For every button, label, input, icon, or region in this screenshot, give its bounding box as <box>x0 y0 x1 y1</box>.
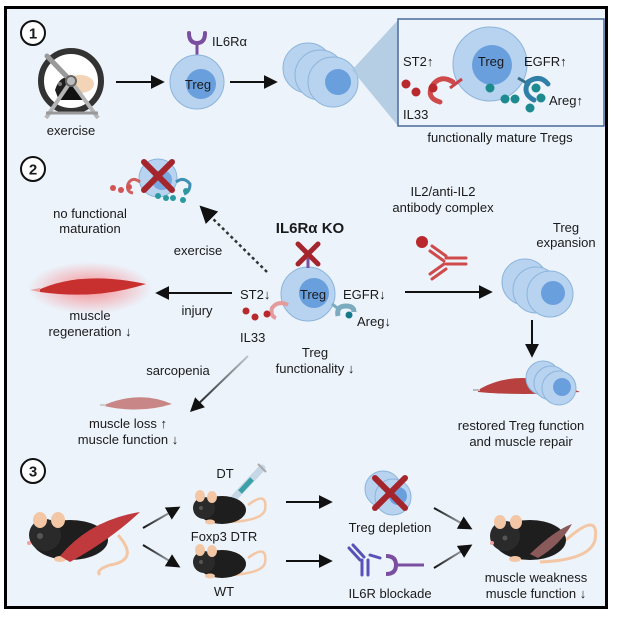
il6ra-ko-label: IL6Rα KO <box>276 220 345 237</box>
il33-molecule-icon <box>401 79 411 89</box>
arrow <box>142 544 181 568</box>
foxp3-dtr-mouse-icon <box>193 490 267 525</box>
repaired-muscle-icon <box>473 360 580 406</box>
atrophied-muscle-icon <box>100 397 172 410</box>
inset-treg-label: Treg <box>478 54 504 69</box>
weak-mouse-icon <box>490 515 598 564</box>
egfr-up-label: EGFR↑ <box>524 54 567 69</box>
panel-number-3: 3 <box>20 458 46 484</box>
areg-up-label: Areg↑ <box>549 93 583 108</box>
muscle-loss-label: muscle loss ↑ <box>89 416 167 431</box>
il33-molecule-icon <box>411 87 421 97</box>
wt-label: WT <box>214 584 234 599</box>
areg-down-label: Areg↓ <box>357 314 391 329</box>
il6ra-label: IL6Rα <box>212 34 247 49</box>
ko-treg-cell-icon <box>242 241 357 322</box>
il33-label: IL33 <box>403 107 428 122</box>
depleted-treg-icon <box>364 470 412 516</box>
arrow <box>189 355 249 412</box>
arrow <box>142 506 181 529</box>
dotted-arrow <box>199 205 268 273</box>
inset-caption: functionally mature Tregs <box>427 130 573 145</box>
panel-3: 3 DT <box>20 458 598 601</box>
areg-molecule-icon <box>536 93 546 103</box>
panel-number-2: 2 <box>20 156 46 182</box>
wt-mouse-icon <box>193 544 267 579</box>
expansion-label-2: expansion <box>536 235 595 250</box>
il6r-blockade-icon <box>347 543 424 577</box>
il33-molecule-icon <box>428 83 438 93</box>
complex-label-2: antibody complex <box>392 200 494 215</box>
panel-number-1: 1 <box>20 20 46 46</box>
il33-label-2: IL33 <box>240 330 265 345</box>
areg-molecule-icon <box>500 94 510 104</box>
inset-mature-tregs <box>397 18 605 127</box>
complex-label: IL2/anti-IL2 <box>410 184 475 199</box>
regeneration-label-2: regeneration ↓ <box>48 324 131 339</box>
dt-label: DT <box>216 466 233 481</box>
panel-2: 2 no functional maturation exercise <box>20 156 596 449</box>
treg-cluster-icon <box>282 42 359 108</box>
areg-molecule-icon <box>485 83 495 93</box>
expanded-treg-cluster-icon <box>501 258 574 318</box>
immature-treg-icon <box>110 158 192 203</box>
functionality-label: Treg <box>302 345 328 360</box>
ko-treg-label: Treg <box>300 287 326 302</box>
arrow <box>433 544 473 569</box>
injured-muscle-icon <box>28 262 152 314</box>
no-maturation-label: no functional <box>53 206 127 221</box>
treg-depletion-label: Treg depletion <box>349 520 432 535</box>
expansion-label: Treg <box>553 220 579 235</box>
exercise-wheel-icon <box>38 48 104 120</box>
arrow <box>433 507 473 530</box>
injury-label: injury <box>181 303 213 318</box>
panel-number-text: 2 <box>29 162 37 179</box>
restored-label: restored Treg function <box>458 418 584 433</box>
sarcopenia-label: sarcopenia <box>146 363 210 378</box>
exercise-label: exercise <box>47 123 95 138</box>
areg-molecule-icon <box>510 94 520 104</box>
exercise-label-2: exercise <box>174 243 222 258</box>
egfr-receptor-icon <box>523 76 551 103</box>
il6r-blockade-label: IL6R blockade <box>348 586 431 601</box>
zoom-wedge <box>352 20 398 126</box>
treg-cell-icon <box>169 54 225 110</box>
regeneration-label: muscle <box>69 308 110 323</box>
restored-label-2: and muscle repair <box>469 434 573 449</box>
muscle-weakness-label: muscle weakness <box>485 570 588 585</box>
st2-down-label: ST2↓ <box>240 287 270 302</box>
st2-up-label: ST2↑ <box>403 54 433 69</box>
areg-molecule-icon <box>531 83 541 93</box>
il6r-receptor-icon <box>187 31 207 55</box>
treg-label: Treg <box>185 77 211 92</box>
panel-1: 1 exercise IL6Rα Treg <box>20 18 605 145</box>
panel-number-text: 1 <box>29 26 37 43</box>
muscle-function-label: muscle function ↓ <box>78 432 178 447</box>
no-maturation-label-2: maturation <box>59 221 120 236</box>
areg-molecule-icon <box>525 103 535 113</box>
functionality-label-2: functionality ↓ <box>276 361 355 376</box>
mouse-with-muscle-icon <box>27 512 140 577</box>
egfr-down-label: EGFR↓ <box>343 287 386 302</box>
panel-number-text: 3 <box>29 464 37 481</box>
il2-antibody-complex-icon <box>416 236 468 281</box>
muscle-function-down-label: muscle function ↓ <box>486 586 586 601</box>
foxp3-dtr-label: Foxp3 DTR <box>191 529 257 544</box>
